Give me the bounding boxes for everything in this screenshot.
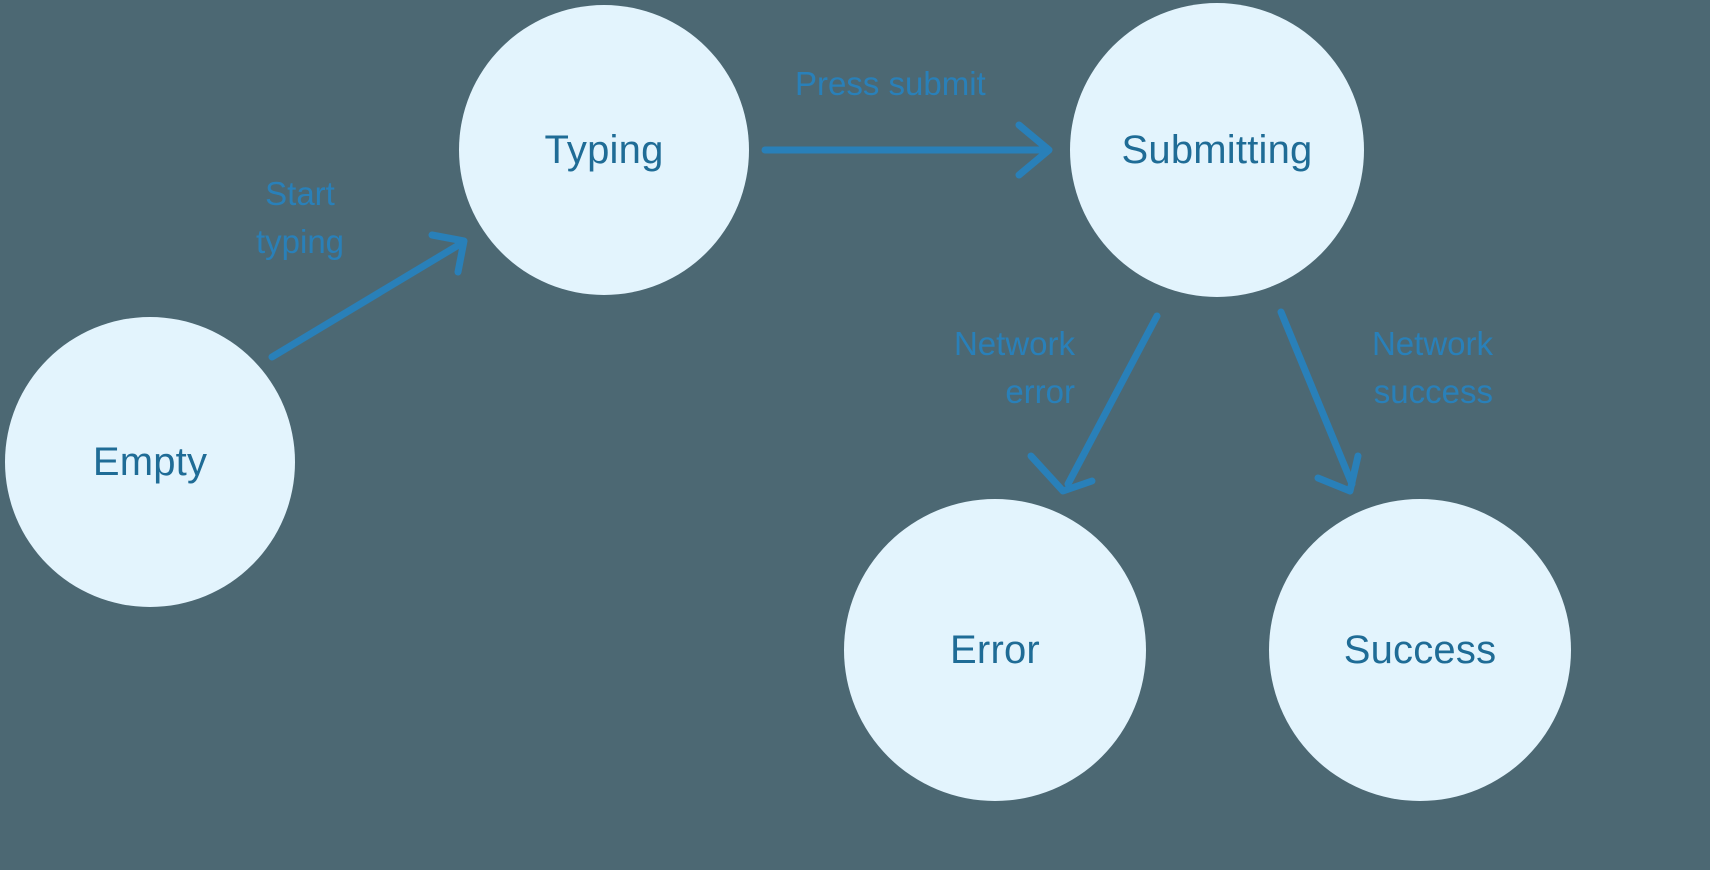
state-node-typing[interactable]: Typing <box>459 5 749 295</box>
edge-empty-to-typing <box>268 231 468 361</box>
state-node-submitting-label: Submitting <box>1121 128 1313 172</box>
state-node-success-label: Success <box>1343 628 1497 672</box>
edge-submitting-to-error <box>1027 312 1161 495</box>
state-node-empty[interactable]: Empty <box>5 317 295 607</box>
state-node-success[interactable]: Success <box>1269 499 1571 801</box>
state-node-typing-label: Typing <box>544 128 664 172</box>
state-node-submitting[interactable]: Submitting <box>1070 3 1364 297</box>
edge-submitting-to-success <box>1277 308 1362 495</box>
state-node-empty-label: Empty <box>92 440 208 484</box>
edge-typing-to-submitting <box>761 121 1053 179</box>
state-node-error[interactable]: Error <box>844 499 1146 801</box>
state-node-error-label: Error <box>950 628 1040 672</box>
